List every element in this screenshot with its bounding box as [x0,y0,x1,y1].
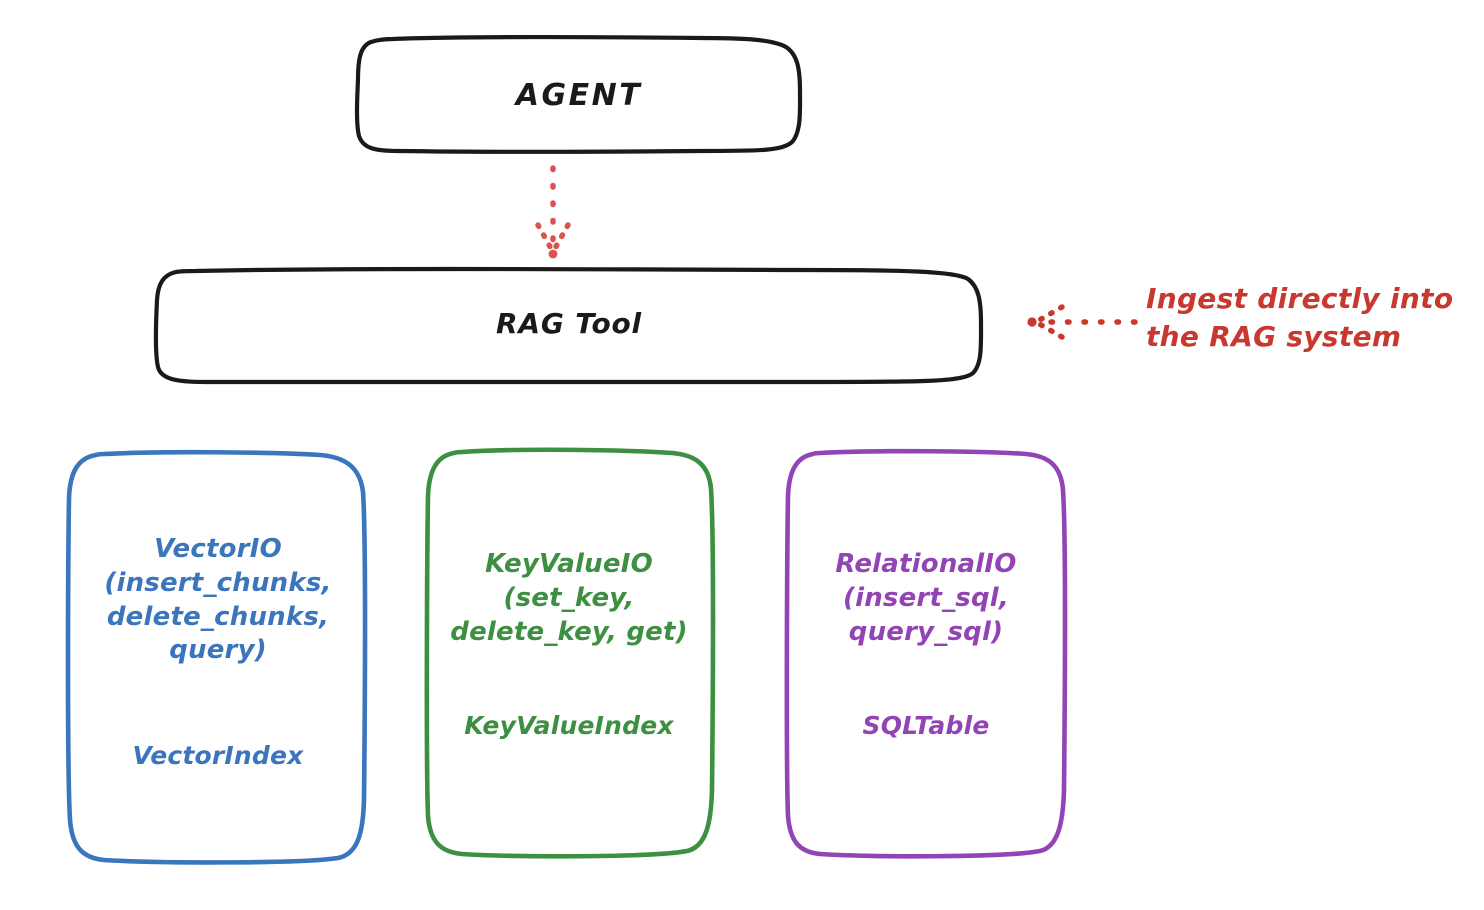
agent-label: AGENT [515,78,643,113]
keyvalue-store-box[interactable] [424,447,716,859]
relational-store-index-label: SQLTable [862,711,990,740]
agent-to-ragtool-arrow [535,165,571,259]
relational-store-box[interactable] [784,448,1068,859]
vector-store-index-label: VectorIndex [132,741,304,770]
ingest-annotation-text: Ingest directly into the RAG system [1146,282,1454,353]
relational-store-api-label: RelationalIO (insert_sql, query_sql) [835,549,1017,647]
ingest-arrow [1027,304,1138,340]
rag-tool-label: RAG Tool [496,307,642,340]
keyvalue-store-index-label: KeyValueIndex [464,711,674,740]
vector-store-api-label: VectorIO (insert_chunks, delete_chunks, … [104,534,332,666]
keyvalue-store-api-label: KeyValueIO (set_key, delete_key, get) [450,549,688,647]
